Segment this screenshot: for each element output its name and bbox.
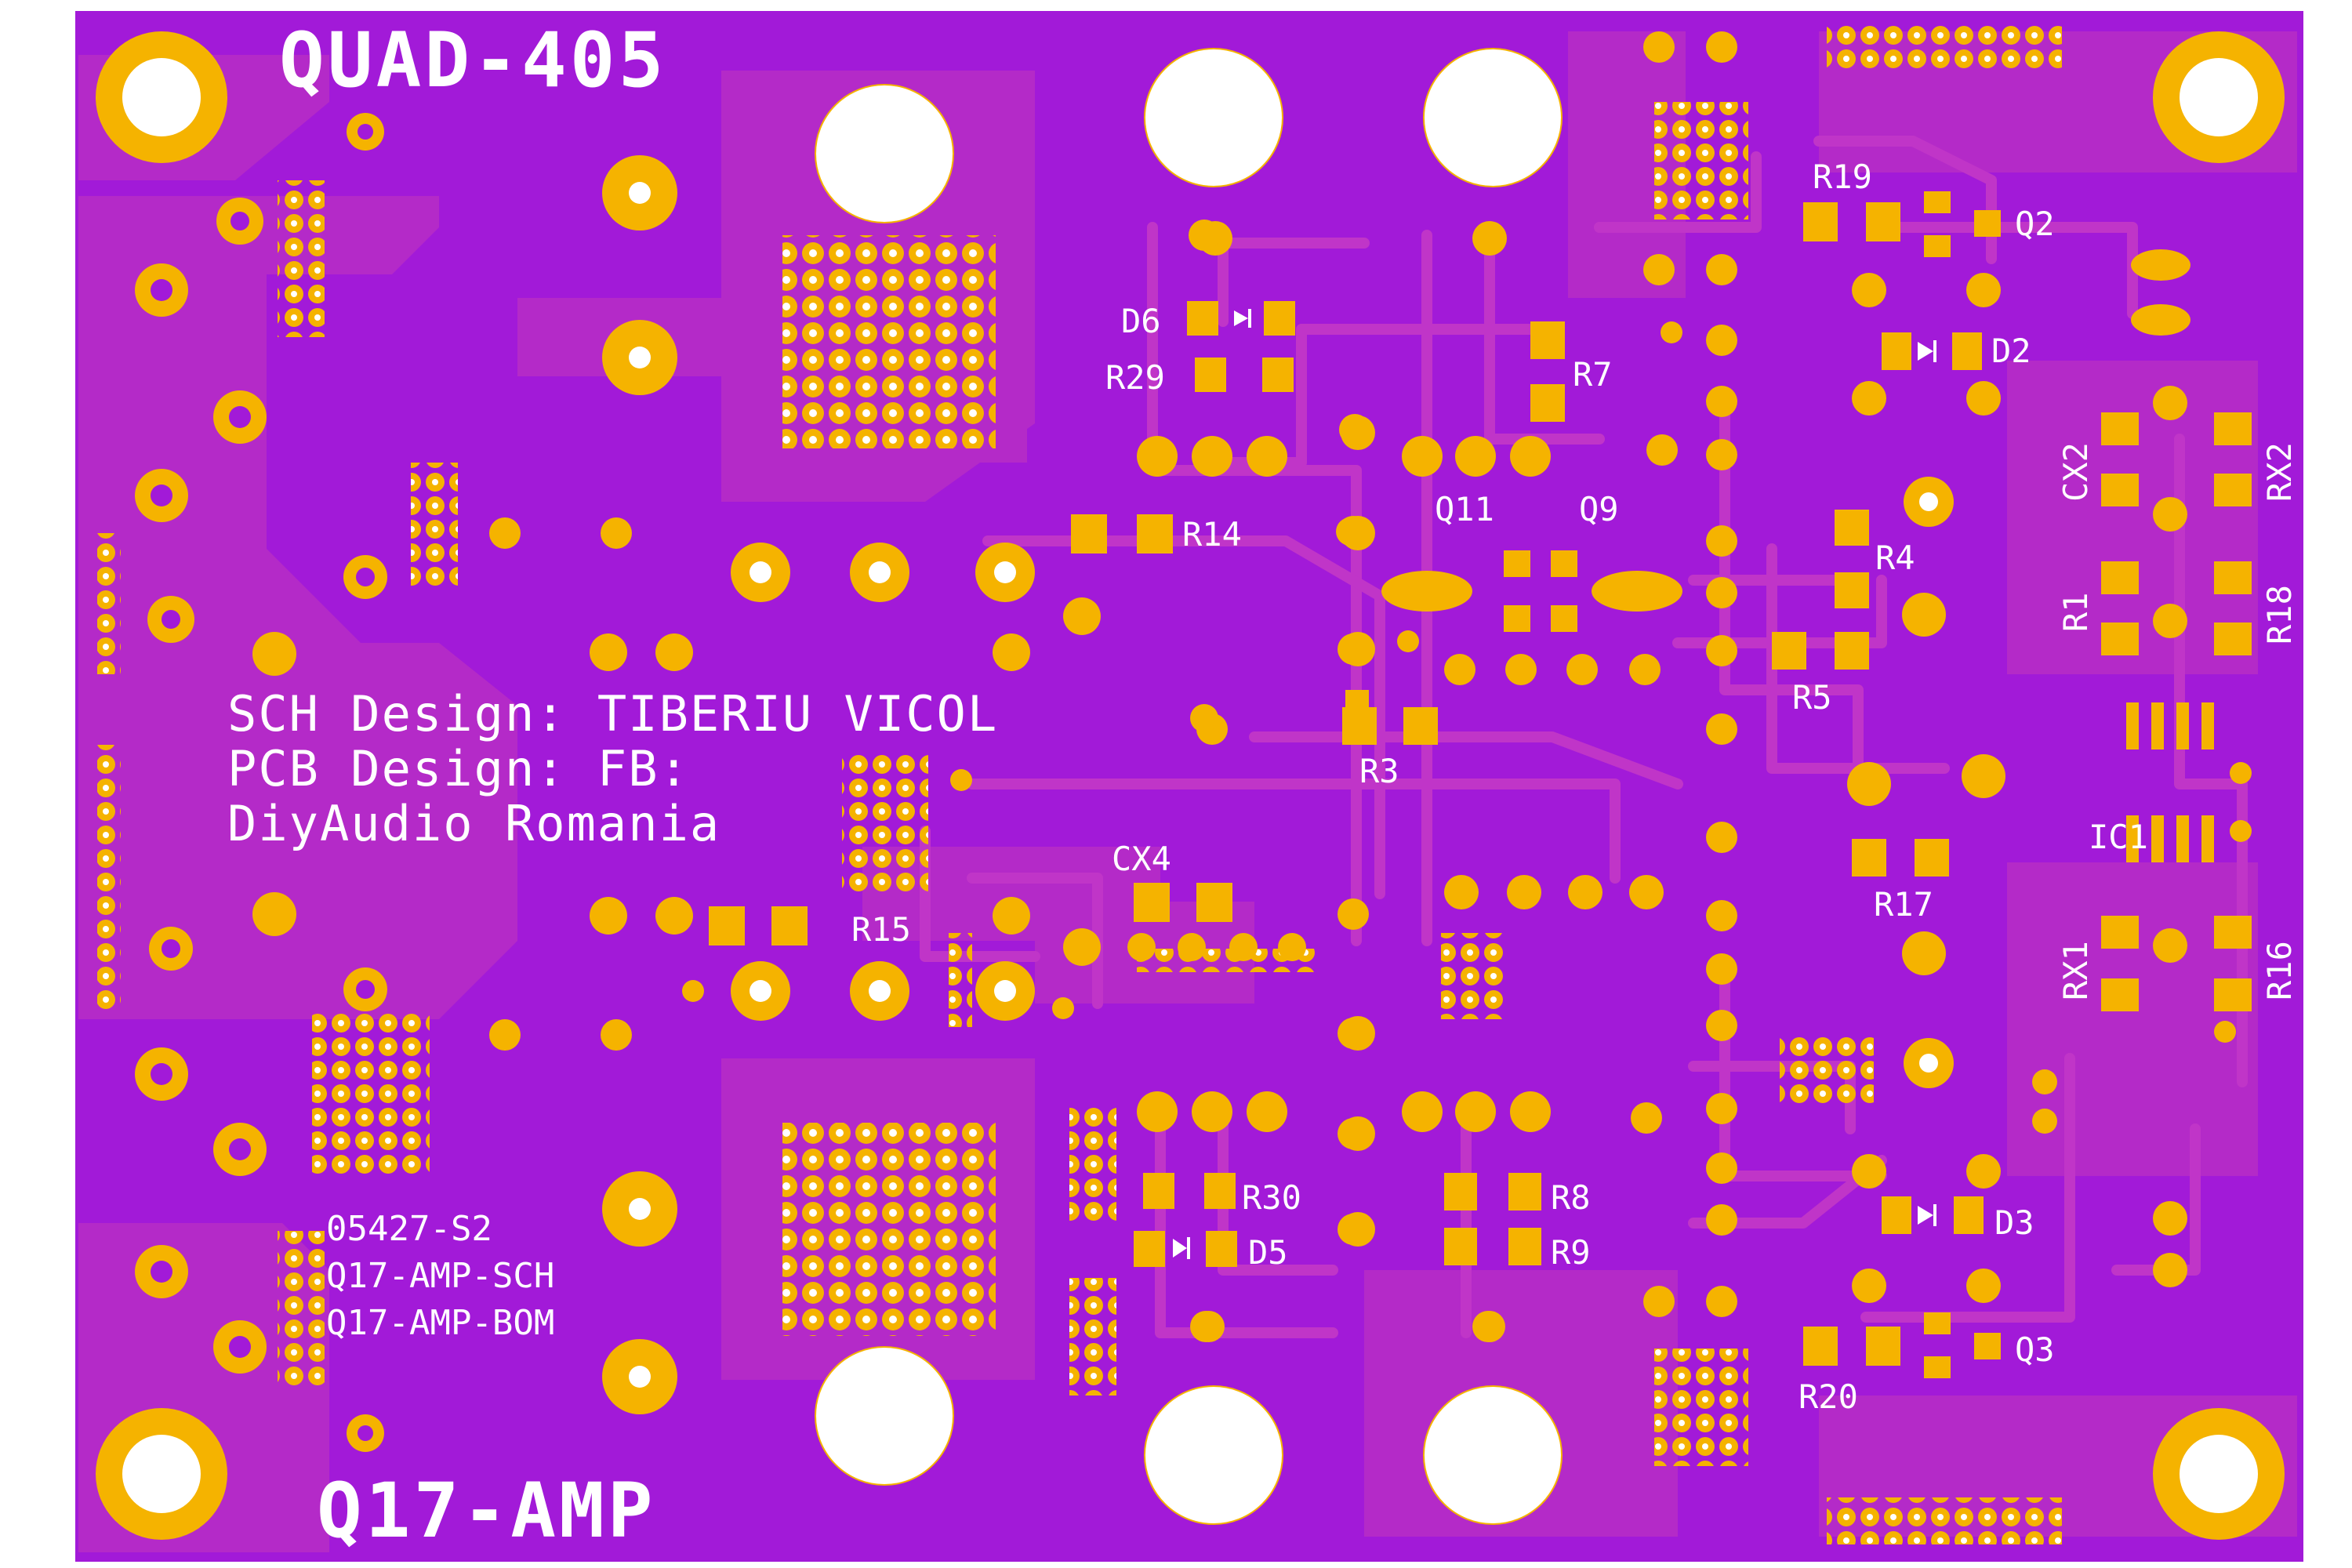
silkscreen: QUAD-405 Q17-AMP SCH Design: TIBERIU VIC… (227, 16, 2299, 1555)
large-holes (815, 48, 1563, 1525)
label-d3: D3 (1994, 1203, 2034, 1242)
doc-ref-sch: Q17-AMP-SCH (326, 1256, 554, 1296)
transistor-footprints (1137, 436, 1682, 1132)
label-r3: R3 (1359, 752, 1399, 790)
through-hole-pads (135, 31, 2252, 1452)
label-r20: R20 (1798, 1377, 1858, 1416)
label-r17: R17 (1874, 885, 1933, 924)
label-r8: R8 (1551, 1178, 1591, 1217)
via-arrays (97, 24, 2062, 1544)
label-rx1: RX1 (2056, 941, 2095, 1000)
mounting-hole-br (2153, 1408, 2285, 1540)
label-r18: R18 (2260, 585, 2299, 644)
board-title-bottom: Q17-AMP (317, 1467, 656, 1555)
doc-ref-code: 05427-S2 (326, 1209, 492, 1249)
credit-group: DiyAudio Romania (227, 795, 720, 852)
board-title-top: QUAD-405 (279, 16, 666, 104)
credit-pcb: PCB Design: FB: (227, 740, 690, 797)
mounting-hole-tl (96, 31, 227, 163)
corner-mounting-holes (96, 31, 2285, 1540)
label-cx4: CX4 (1112, 840, 1171, 878)
label-d6: D6 (1121, 302, 1161, 340)
octagon-pads (602, 155, 1954, 1414)
label-cx2: CX2 (2056, 442, 2095, 502)
label-r4: R4 (1875, 539, 1915, 577)
label-r7: R7 (1573, 355, 1613, 394)
mounting-hole-bl (96, 1408, 227, 1540)
label-r16: R16 (2260, 941, 2299, 1000)
label-r1: R1 (2056, 592, 2095, 632)
diode-markers (1173, 309, 1936, 1259)
label-q11: Q11 (1435, 490, 1494, 528)
label-d5: D5 (1248, 1233, 1288, 1272)
smd-pads (709, 191, 2252, 1378)
label-r14: R14 (1182, 515, 1242, 554)
label-d2: D2 (1991, 332, 2031, 370)
label-r15: R15 (851, 910, 911, 949)
label-r30: R30 (1242, 1178, 1301, 1217)
label-q3: Q3 (2015, 1330, 2055, 1369)
label-q9: Q9 (1579, 490, 1619, 528)
label-q2: Q2 (2015, 205, 2055, 243)
doc-ref-bom: Q17-AMP-BOM (326, 1303, 554, 1343)
label-ic1: IC1 (2089, 818, 2148, 856)
label-r9: R9 (1551, 1233, 1591, 1272)
credit-sch: SCH Design: TIBERIU VICOL (227, 685, 998, 742)
label-r5: R5 (1792, 678, 1832, 717)
label-r19: R19 (1813, 158, 1872, 196)
pad-holes (151, 124, 375, 1441)
label-rx2: RX2 (2260, 442, 2299, 502)
mounting-hole-tr (2153, 31, 2285, 163)
label-r29: R29 (1105, 358, 1165, 397)
